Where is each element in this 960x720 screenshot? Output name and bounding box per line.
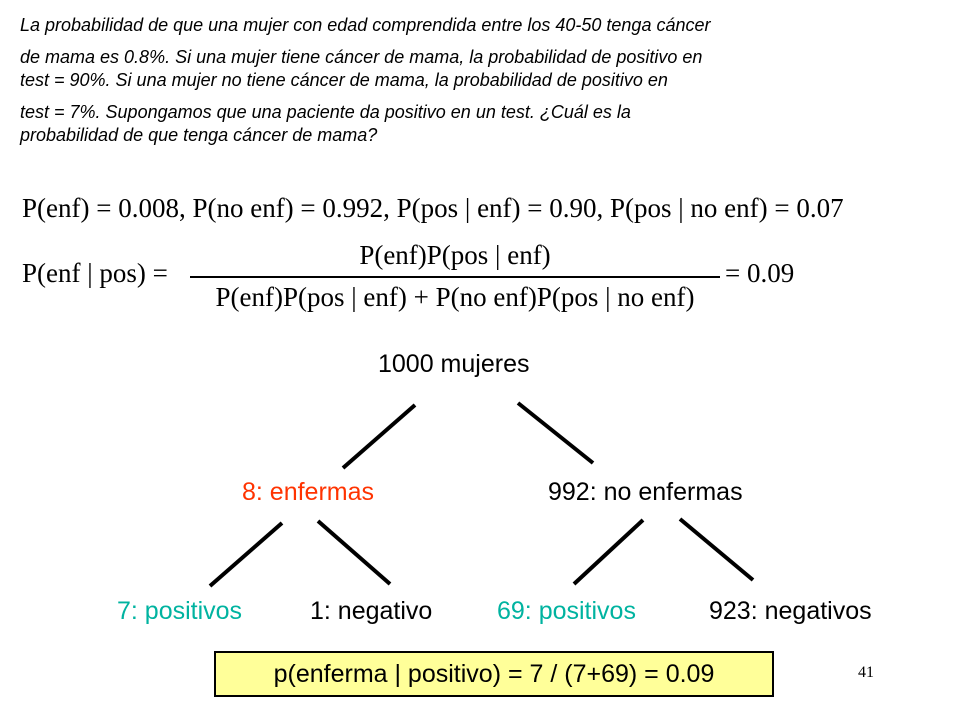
- bayes-result: = 0.09: [725, 258, 795, 288]
- bayes-numerator: P(enf)P(pos | enf): [359, 240, 551, 270]
- node-enfermas: 8: enfermas: [242, 478, 375, 506]
- fraction-bar: [190, 276, 720, 278]
- given-probabilities: P(enf) = 0.008, P(no enf) = 0.992, P(pos…: [22, 193, 844, 223]
- tree-root: 1000 mujeres: [378, 350, 530, 378]
- edge-noenf-positivos: [572, 518, 645, 586]
- edge-enfermas-positivos: [208, 521, 284, 588]
- node-noenf-negativos: 923: negativos: [709, 597, 872, 625]
- page-number: 41: [858, 664, 874, 681]
- bayes-lhs: P(enf | pos) =: [22, 258, 168, 288]
- result-text: p(enferma | positivo) = 7 / (7+69) = 0.0…: [273, 659, 715, 688]
- edge-root-no-enfermas: [516, 401, 595, 465]
- problem-line: test = 7%. Supongamos que una paciente d…: [20, 102, 631, 122]
- node-enfermas-positivos: 7: positivos: [117, 597, 243, 625]
- problem-line: probabilidad de que tenga cáncer de mama…: [20, 125, 378, 145]
- bayes-denominator: P(enf)P(pos | enf) + P(no enf)P(pos | no…: [215, 282, 695, 312]
- problem-line: test = 90%. Si una mujer no tiene cáncer…: [20, 70, 668, 90]
- edge-noenf-negativos: [678, 517, 755, 582]
- node-enfermas-negativo: 1: negativo: [310, 597, 433, 625]
- node-no-enfermas: 992: no enfermas: [548, 478, 743, 506]
- edge-enfermas-negativo: [316, 519, 392, 586]
- result-box: p(enferma | positivo) = 7 / (7+69) = 0.0…: [214, 651, 774, 697]
- edge-root-enfermas: [341, 403, 417, 470]
- node-noenf-positivos: 69: positivos: [497, 597, 636, 625]
- problem-statement: La probabilidad de que una mujer con eda…: [20, 14, 945, 147]
- problem-line: de mama es 0.8%. Si una mujer tiene cánc…: [20, 47, 703, 67]
- problem-line: La probabilidad de que una mujer con eda…: [20, 15, 711, 35]
